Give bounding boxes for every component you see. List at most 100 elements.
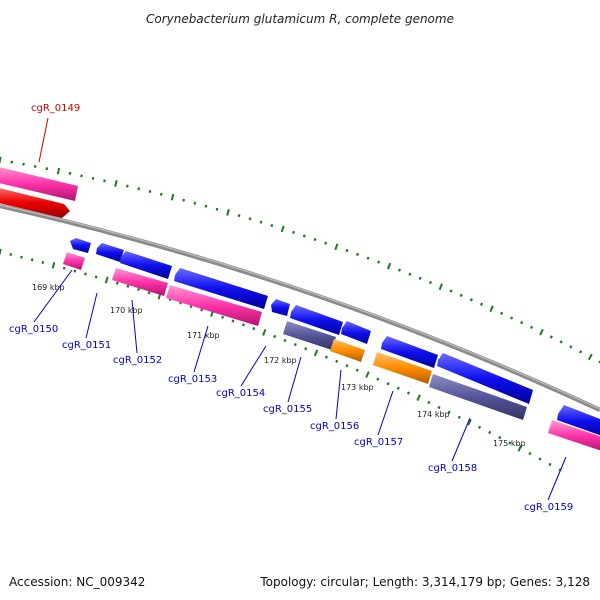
minor-tick xyxy=(418,276,422,280)
gene-feature-cgR_0158-blue[interactable] xyxy=(437,353,533,404)
minor-tick xyxy=(459,293,463,298)
gene-label-cgR_0150[interactable]: cgR_0150 xyxy=(9,324,58,335)
minor-tick xyxy=(500,311,504,315)
minor-tick xyxy=(302,234,306,238)
minor-tick xyxy=(498,435,502,440)
gene-feature-cgR_0149-pink[interactable] xyxy=(0,166,78,201)
gene-feature-cgR_0157[interactable] xyxy=(373,352,432,384)
minor-tick xyxy=(45,167,49,171)
kbp-label: 175 kbp xyxy=(493,439,526,448)
minor-tick xyxy=(313,237,317,242)
minor-tick xyxy=(530,325,534,329)
major-tick xyxy=(262,329,267,336)
kbp-label: 170 kbp xyxy=(110,306,143,315)
gene-feature-cgR_0158[interactable] xyxy=(429,374,527,420)
minor-tick xyxy=(366,256,370,260)
gene-label-cgR_0152[interactable]: cgR_0152 xyxy=(113,355,162,366)
minor-tick xyxy=(33,164,37,168)
minor-tick xyxy=(345,364,349,368)
minor-tick xyxy=(9,253,13,257)
gene-feature-cgR_0150-blue[interactable] xyxy=(70,238,91,253)
gene-feature-cgR_0157-blue[interactable] xyxy=(381,336,438,368)
minor-tick xyxy=(137,187,141,191)
connector-cgR_0158 xyxy=(451,417,471,462)
gene-label-cgR_0154[interactable]: cgR_0154 xyxy=(216,388,265,399)
major-tick xyxy=(0,248,2,256)
major-tick xyxy=(280,225,285,233)
gene-feature-cgR_0154[interactable] xyxy=(271,299,290,316)
major-tick xyxy=(104,276,109,284)
minor-tick xyxy=(397,268,402,272)
gene-label-cgR_0151[interactable]: cgR_0151 xyxy=(62,340,111,351)
minor-tick xyxy=(396,386,400,390)
gene-feature-cgR_0159-blue[interactable] xyxy=(557,405,600,437)
gene-feature-cgR_0159[interactable] xyxy=(548,420,600,452)
gene-feature-cgR_0153-blue[interactable] xyxy=(174,268,268,309)
gene-label-cgR_0149[interactable]: cgR_0149 xyxy=(31,103,80,114)
minor-tick xyxy=(480,302,484,306)
gene-label-cgR_0156[interactable]: cgR_0156 xyxy=(310,421,359,432)
minor-tick xyxy=(356,252,360,256)
gene-feature-cgR_0156-blue[interactable] xyxy=(341,321,371,344)
minor-tick xyxy=(241,323,245,327)
minor-tick xyxy=(252,327,256,331)
gene-labels: cgR_0149 cgR_0150 cgR_0151 cgR_0152 cgR_… xyxy=(9,103,573,513)
gene-label-cgR_0153[interactable]: cgR_0153 xyxy=(168,374,217,385)
gene-feature-cgR_0155[interactable] xyxy=(283,321,336,350)
minor-tick xyxy=(469,298,473,302)
gene-feature-cgR_0152[interactable] xyxy=(112,268,168,296)
gene-feature-cgR_0150[interactable] xyxy=(63,252,85,270)
minor-tick xyxy=(408,272,412,276)
minor-tick xyxy=(137,287,140,292)
kbp-label: 173 kbp xyxy=(341,383,374,392)
minor-tick xyxy=(549,335,553,339)
minor-tick xyxy=(355,368,359,372)
genome-backbone xyxy=(0,203,600,413)
minor-tick xyxy=(182,198,186,202)
gene-feature-cgR_0151-b[interactable] xyxy=(120,251,172,279)
connector-cgR_0157 xyxy=(377,390,394,436)
minor-tick xyxy=(488,430,492,435)
gene-label-cgR_0155[interactable]: cgR_0155 xyxy=(263,404,312,415)
major-tick xyxy=(539,328,544,336)
connector-cgR_0149 xyxy=(38,117,49,163)
gene-feature-cgR_0153[interactable] xyxy=(166,285,262,326)
minor-tick xyxy=(259,220,263,224)
major-tick xyxy=(438,283,443,291)
minor-tick xyxy=(528,451,532,456)
minor-tick xyxy=(579,350,583,354)
connector-cgR_0151 xyxy=(85,292,98,339)
major-tick xyxy=(517,444,523,452)
minor-tick xyxy=(115,281,119,285)
gene-feature-cgR_0155-blue[interactable] xyxy=(290,305,343,335)
accession-text: Accession: NC_009342 xyxy=(9,575,145,589)
kbp-label: 169 kbp xyxy=(32,283,65,292)
topology-text: Topology: circular; Length: 3,314,179 bp… xyxy=(259,575,590,589)
gene-feature-cgR_0156[interactable] xyxy=(330,339,365,362)
connector-cgR_0153 xyxy=(193,325,209,373)
minor-tick xyxy=(508,441,512,445)
major-tick xyxy=(313,349,319,357)
gene-feature-cgR_0149-red[interactable] xyxy=(0,187,70,218)
minor-tick xyxy=(73,269,77,273)
minor-tick xyxy=(449,289,453,293)
minor-tick xyxy=(478,425,482,429)
gene-label-cgR_0159[interactable]: cgR_0159 xyxy=(524,502,573,513)
kbp-label: 174 kbp xyxy=(417,410,450,419)
minor-tick xyxy=(148,190,152,194)
minor-tick xyxy=(248,217,252,221)
minor-tick xyxy=(20,255,23,259)
minor-tick xyxy=(520,320,524,325)
minor-tick xyxy=(293,343,297,347)
major-tick xyxy=(334,243,339,251)
minor-tick xyxy=(94,275,98,279)
genome-backbone-highlight xyxy=(0,204,600,410)
connector-cgR_0154 xyxy=(240,345,267,387)
gene-label-cgR_0157[interactable]: cgR_0157 xyxy=(354,437,403,448)
minor-tick xyxy=(200,308,204,312)
gene-label-cgR_0158[interactable]: cgR_0158 xyxy=(428,463,477,474)
connector-cgR_0156 xyxy=(335,369,342,420)
minor-tick xyxy=(237,214,241,218)
gene-feature-cgR_0151[interactable] xyxy=(96,243,124,262)
